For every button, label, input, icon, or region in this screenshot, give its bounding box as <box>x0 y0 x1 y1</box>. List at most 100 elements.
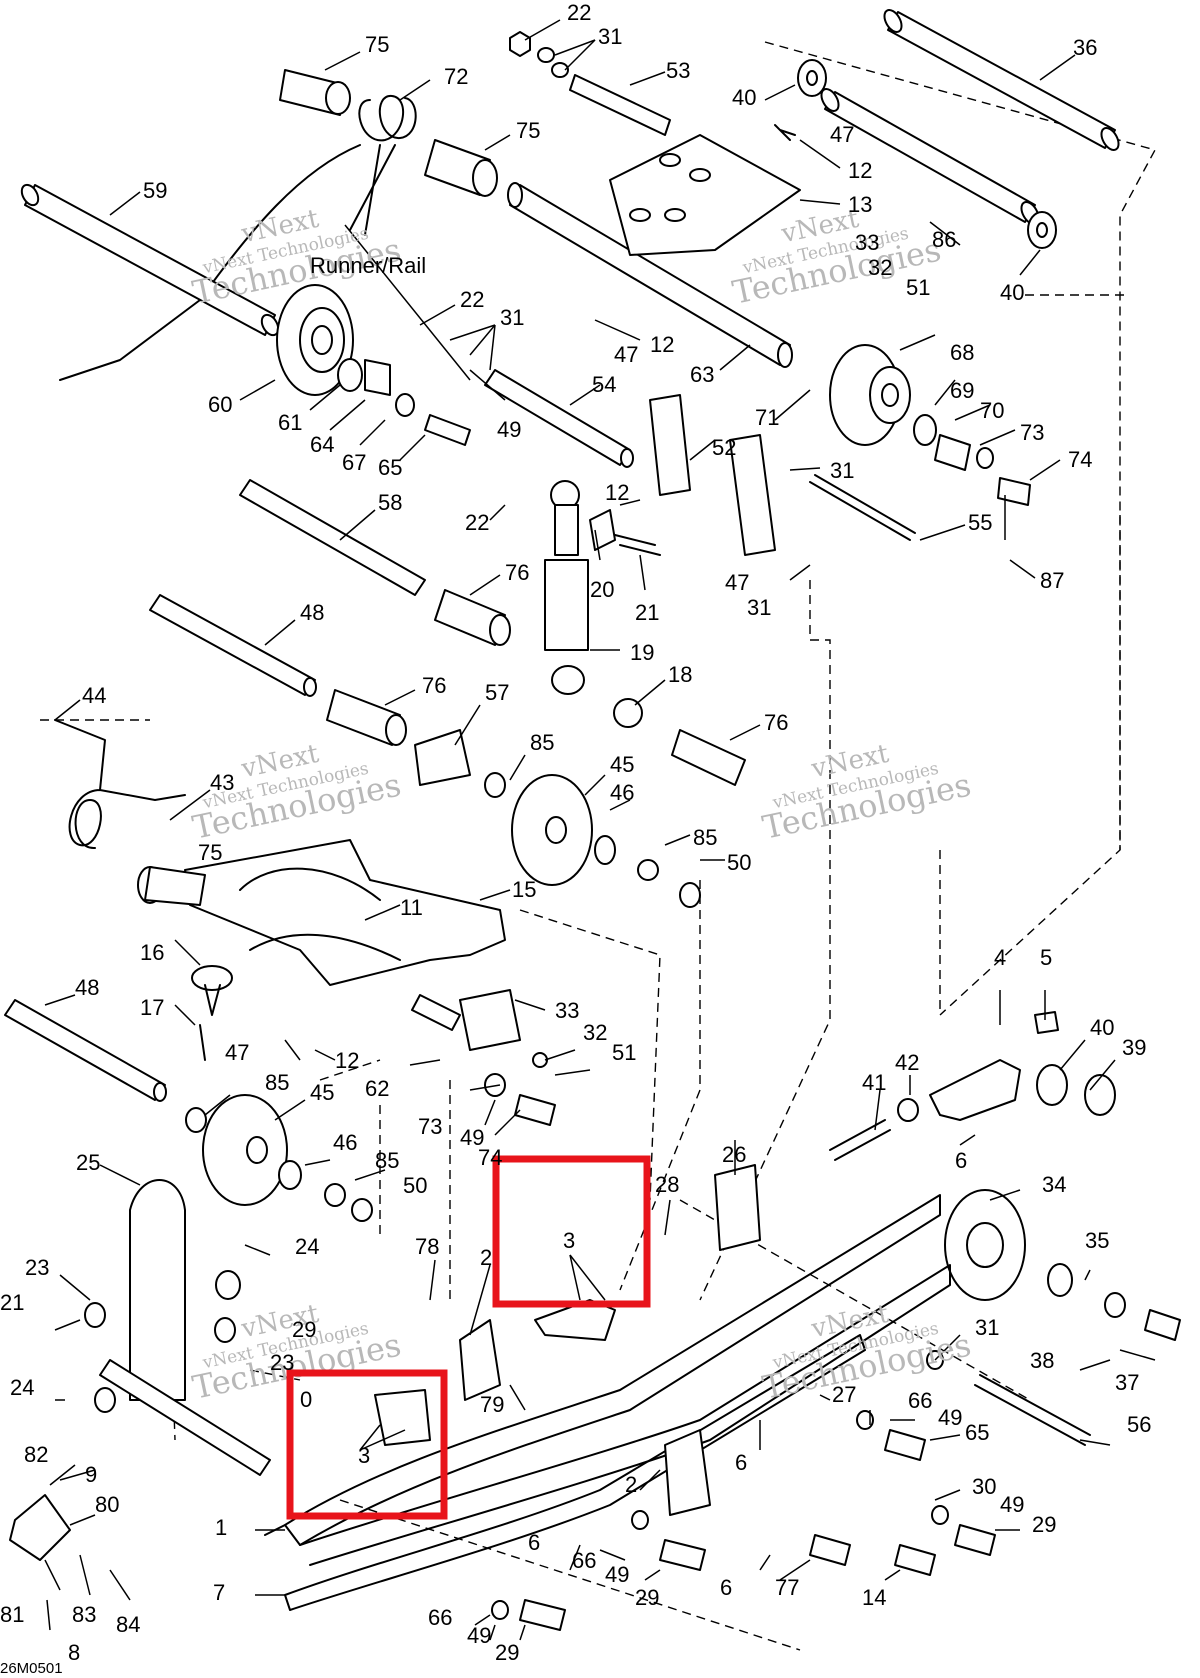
callout-label: 20 <box>590 577 614 602</box>
callout-label: 8 <box>68 1640 80 1665</box>
callout-label: 0 <box>300 1387 312 1412</box>
callout-label: 15 <box>512 877 536 902</box>
callout-label: 64 <box>310 432 334 457</box>
highlight-box-part-3-lower <box>286 1369 448 1520</box>
callout-label: 21 <box>0 1290 24 1315</box>
callout-label: 47 <box>725 570 749 595</box>
callout-label: 46 <box>610 780 634 805</box>
callout-label: 85 <box>530 730 554 755</box>
callout-label: 13 <box>848 192 872 217</box>
callout-label: 42 <box>895 1050 919 1075</box>
callout-label: 31 <box>598 24 622 49</box>
callout-label: 40 <box>1090 1015 1114 1040</box>
callout-label: 19 <box>630 640 654 665</box>
callout-label: 26 <box>722 1142 746 1167</box>
callout-label: 32 <box>868 255 892 280</box>
highlight-box-part-3-upper <box>492 1155 651 1308</box>
callout-label: 29 <box>635 1585 659 1610</box>
callout-label: 34 <box>1042 1172 1066 1197</box>
callout-label: 43 <box>210 770 234 795</box>
callout-label: 29 <box>1032 1512 1056 1537</box>
callout-label: 45 <box>310 1080 334 1105</box>
callout-label: 80 <box>95 1492 119 1517</box>
callout-label: 12 <box>650 332 674 357</box>
callout-label: 38 <box>1030 1348 1054 1373</box>
callout-label: 24 <box>295 1234 319 1259</box>
callout-label: 39 <box>1122 1035 1146 1060</box>
callout-label: 50 <box>403 1173 427 1198</box>
callout-label: 50 <box>727 850 751 875</box>
callout-label: 6 <box>720 1575 732 1600</box>
callout-label: 11 <box>400 895 423 920</box>
watermark-4: vNext vNext Technologies Technologies <box>759 739 974 847</box>
shaft-86 <box>820 88 1040 225</box>
callout-label: 54 <box>592 372 616 397</box>
callout-label: 33 <box>855 230 879 255</box>
callout-label: 31 <box>500 305 524 330</box>
callout-label: 49 <box>938 1405 962 1430</box>
callout-label: 73 <box>418 1114 442 1139</box>
callout-label: 58 <box>378 490 402 515</box>
callout-label: 6 <box>955 1148 967 1173</box>
callout-label: 79 <box>480 1392 504 1417</box>
callout-label: 31 <box>830 458 854 483</box>
callout-label: 66 <box>908 1388 932 1413</box>
callout-label: 35 <box>1085 1228 1109 1253</box>
callout-label: 51 <box>612 1040 636 1065</box>
callout-label: 48 <box>75 975 99 1000</box>
callout-label: 73 <box>1020 420 1044 445</box>
callout-label: 32 <box>583 1020 607 1045</box>
callout-label: 48 <box>300 600 324 625</box>
callout-label: 74 <box>1068 447 1092 472</box>
callout-label: 7 <box>213 1580 225 1605</box>
callout-label: 87 <box>1040 568 1064 593</box>
callout-label: 68 <box>950 340 974 365</box>
callout-label: 66 <box>428 1605 452 1630</box>
callout-label: 52 <box>712 435 736 460</box>
callout-label: 53 <box>666 58 690 83</box>
callout-label: 16 <box>140 940 164 965</box>
callout-label: 56 <box>1127 1412 1151 1437</box>
callout-label: 18 <box>668 662 692 687</box>
callout-label: 63 <box>690 362 714 387</box>
callout-label: 49 <box>460 1125 484 1150</box>
callout-label: 78 <box>415 1234 439 1259</box>
callout-label: 82 <box>24 1442 48 1467</box>
callout-label: 59 <box>143 178 167 203</box>
callout-label: 85 <box>265 1070 289 1095</box>
shaft-36 <box>883 9 1120 151</box>
callout-label: 22 <box>465 510 489 535</box>
callout-label: 23 <box>270 1350 294 1375</box>
callout-label: 27 <box>832 1382 856 1407</box>
callout-label: 45 <box>610 752 634 777</box>
callout-label: 76 <box>422 673 446 698</box>
callout-label: 40 <box>1000 280 1024 305</box>
callout-label: 12 <box>335 1048 359 1073</box>
callout-label: 33 <box>555 998 579 1023</box>
callout-label: 61 <box>278 410 302 435</box>
callout-label: 76 <box>505 560 529 585</box>
callout-label: 72 <box>444 64 468 89</box>
callout-label: 1 <box>215 1515 227 1540</box>
diagram-caption: 26M0501 <box>0 1660 63 1677</box>
callout-label: 74 <box>478 1145 502 1170</box>
callout-label: 6 <box>735 1450 747 1475</box>
callout-label: 51 <box>906 275 930 300</box>
callout-label: 69 <box>950 378 974 403</box>
callout-label: 75 <box>516 118 540 143</box>
callout-label: 47 <box>830 122 854 147</box>
callout-label: 37 <box>1115 1370 1139 1395</box>
callout-label: 29 <box>495 1640 519 1665</box>
callout-label: 36 <box>1073 35 1097 60</box>
callout-label: 9 <box>85 1462 97 1487</box>
callout-label: 44 <box>82 683 106 708</box>
callout-label: 22 <box>567 0 591 25</box>
callout-label: 29 <box>292 1317 316 1342</box>
callout-label: 41 <box>862 1070 886 1095</box>
callout-label: 3 <box>563 1228 575 1253</box>
callout-label: 22 <box>460 287 484 312</box>
callout-label: 77 <box>775 1575 799 1600</box>
callout-label: 49 <box>467 1623 491 1648</box>
watermark-6: vNext vNext Technologies Technologies <box>759 1299 974 1407</box>
